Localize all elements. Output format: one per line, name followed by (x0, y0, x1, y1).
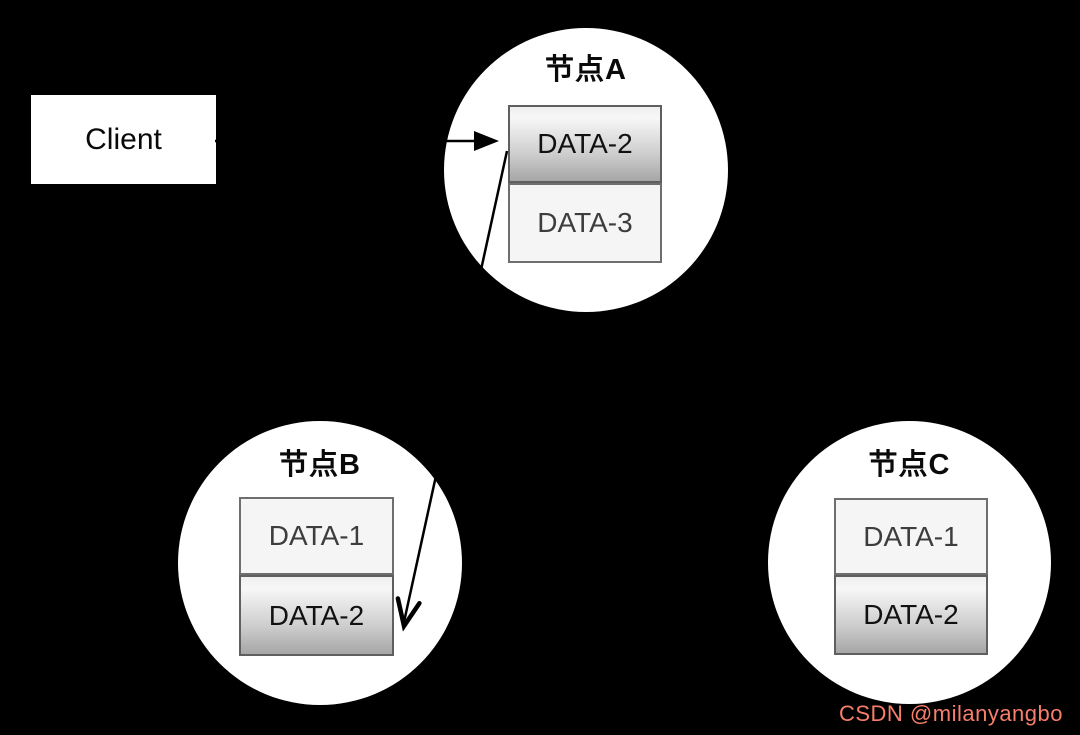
node-c-block-data-2-label: DATA-2 (863, 599, 959, 630)
node-b-title: 节点B (279, 449, 361, 481)
client-label: Client (85, 122, 162, 156)
watermark: CSDN @milanyangbo (838, 701, 1063, 726)
node-c-block-data-2: DATA-2 (834, 575, 988, 655)
node-c-block-data-1: DATA-1 (834, 498, 988, 575)
node-c-title: 节点C (868, 449, 951, 481)
node-a-block-data-3: DATA-3 (508, 183, 662, 263)
node-b-block-data-2-label: DATA-2 (268, 599, 365, 631)
node-c-block-data-1-label: DATA-1 (863, 520, 959, 552)
node-b-block-data-1: DATA-1 (239, 497, 394, 575)
node-a-title: 节点A (545, 54, 627, 86)
node-a-block-data-2: DATA-2 (508, 105, 662, 183)
node-a-block-data-3-label: DATA-3 (537, 207, 633, 238)
node-b-block-data-2: DATA-2 (239, 575, 394, 656)
node-b-block-data-1-label: DATA-1 (268, 520, 365, 551)
client-box: Client (30, 94, 217, 185)
node-a-block-data-2-label: DATA-2 (537, 128, 633, 159)
